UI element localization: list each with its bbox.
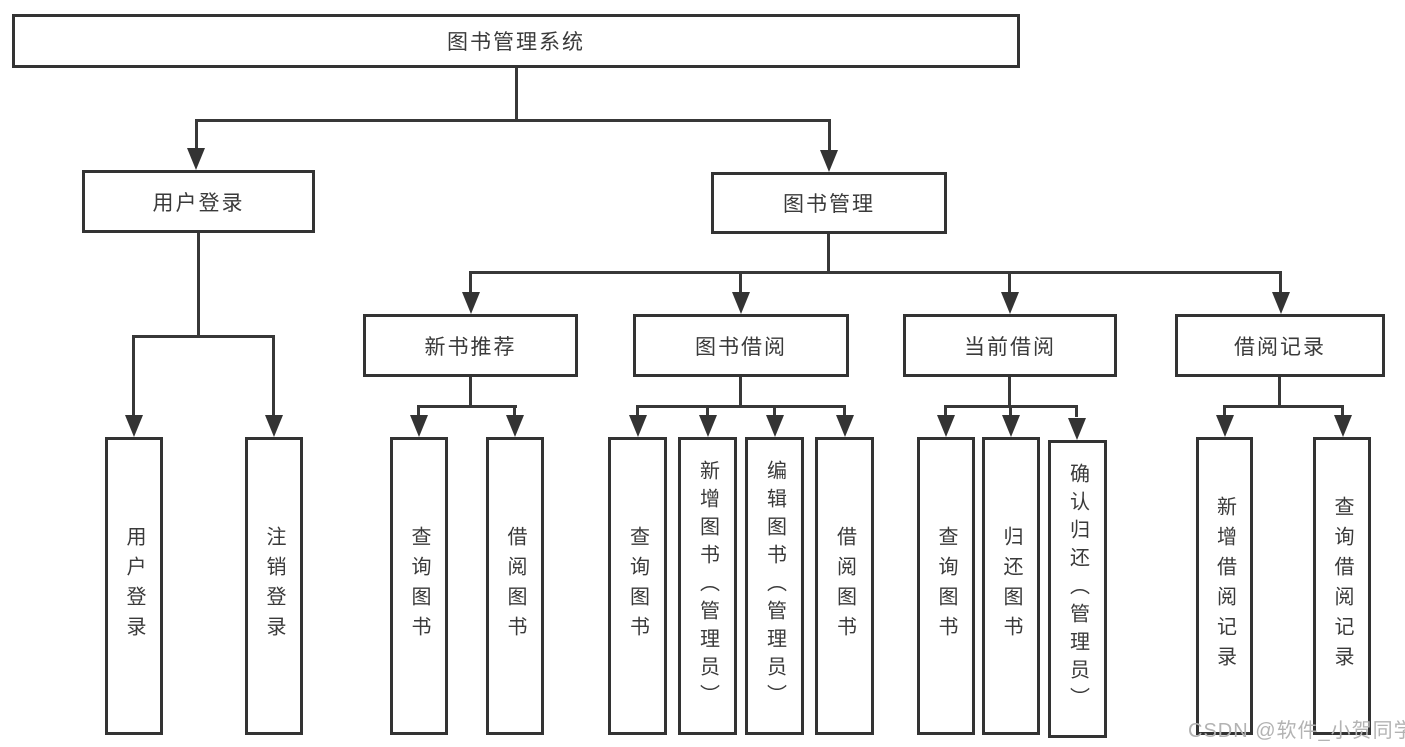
leaf-confirm-return-admin: 确认归还（管理员） [1048, 440, 1107, 738]
node-new-book-recommend: 新书推荐 [363, 314, 578, 377]
arrowhead [265, 415, 283, 437]
csdn-watermark: CSDN @软件_小贺同学 [1188, 720, 1405, 742]
connector-line [706, 405, 709, 417]
connector-line [515, 68, 518, 122]
arrowhead [1272, 292, 1290, 314]
connector-line [513, 405, 516, 417]
leaf-label: 用户登录 [123, 526, 145, 646]
leaf-label: 借阅图书 [833, 526, 856, 646]
arrowhead [629, 415, 647, 437]
arrowhead [1216, 415, 1234, 437]
leaf-label: 新增图书（管理员） [696, 460, 719, 712]
leaf-label: 新增借阅记录 [1213, 496, 1236, 676]
leaf-label: 查询借阅记录 [1331, 496, 1353, 676]
leaf-query-books-1: 查询图书 [390, 437, 448, 735]
connector-line [197, 233, 200, 338]
node-borrowing-records: 借阅记录 [1175, 314, 1385, 377]
leaf-add-borrow-record: 新增借阅记录 [1196, 437, 1253, 735]
arrowhead [506, 415, 524, 437]
leaf-user-login: 用户登录 [105, 437, 163, 735]
node-label: 图书管理系统 [447, 31, 585, 54]
connector-line [469, 271, 1282, 274]
connector-line [417, 405, 517, 408]
connector-line [1075, 405, 1078, 417]
connector-line [132, 335, 275, 338]
arrowhead [937, 415, 955, 437]
node-book-management: 图书管理 [711, 172, 947, 234]
node-current-borrowing: 当前借阅 [903, 314, 1117, 377]
node-label: 新书推荐 [424, 335, 517, 359]
connector-line [195, 119, 831, 122]
connector-line [1008, 271, 1011, 294]
leaf-label: 查询图书 [935, 526, 957, 646]
node-label: 当前借阅 [964, 335, 1056, 359]
arrowhead [766, 415, 784, 437]
node-label: 图书管理 [783, 193, 875, 216]
connector-line [1223, 405, 1343, 408]
leaf-query-borrow-record: 查询借阅记录 [1313, 437, 1371, 735]
leaf-borrow-books-2: 借阅图书 [815, 437, 874, 735]
node-label: 图书借阅 [695, 335, 787, 359]
arrowhead [699, 415, 717, 437]
arrowhead [462, 292, 480, 314]
connector-line [469, 377, 472, 408]
connector-line [636, 405, 639, 417]
connector-line [417, 405, 420, 417]
arrowhead [820, 150, 838, 172]
leaf-label: 查询图书 [408, 526, 430, 646]
arrowhead [187, 148, 205, 170]
leaf-label: 确认归还（管理员） [1066, 463, 1089, 715]
arrowhead [125, 415, 143, 437]
node-book-borrowing: 图书借阅 [633, 314, 849, 377]
connector-line [132, 335, 135, 417]
leaf-return-books: 归还图书 [982, 437, 1040, 735]
connector-line [469, 271, 472, 294]
connector-line [944, 405, 947, 417]
leaf-query-books-3: 查询图书 [917, 437, 975, 735]
connector-line [827, 234, 830, 274]
leaf-label: 编辑图书（管理员） [763, 460, 786, 712]
arrowhead [1001, 292, 1019, 314]
leaf-label: 借阅图书 [504, 526, 526, 646]
connector-line [1278, 377, 1281, 408]
leaf-label: 归还图书 [1000, 526, 1022, 646]
node-label: 用户登录 [152, 191, 245, 215]
arrowhead [1068, 418, 1086, 440]
connector-line [773, 405, 776, 417]
arrowhead [1334, 415, 1352, 437]
connector-line [739, 271, 742, 294]
arrowhead [410, 415, 428, 437]
leaf-add-book-admin: 新增图书（管理员） [678, 437, 737, 735]
leaf-logout: 注销登录 [245, 437, 303, 735]
connector-line [272, 335, 275, 417]
node-user-login: 用户登录 [82, 170, 315, 233]
arrowhead [732, 292, 750, 314]
connector-line [828, 119, 831, 152]
arrowhead [836, 415, 854, 437]
connector-line [195, 119, 198, 150]
connector-line [636, 405, 846, 408]
connector-line [1008, 377, 1011, 408]
connector-line [1279, 271, 1282, 294]
connector-line [739, 377, 742, 408]
connector-line [1009, 405, 1012, 417]
leaf-label: 注销登录 [263, 526, 285, 646]
leaf-query-books-2: 查询图书 [608, 437, 667, 735]
connector-line [843, 405, 846, 417]
connector-line [1223, 405, 1226, 417]
connector-line [1341, 405, 1344, 417]
node-label: 借阅记录 [1234, 335, 1326, 359]
leaf-borrow-books-1: 借阅图书 [486, 437, 544, 735]
leaf-edit-book-admin: 编辑图书（管理员） [745, 437, 804, 735]
node-library-system: 图书管理系统 [12, 14, 1020, 68]
arrowhead [1002, 415, 1020, 437]
leaf-label: 查询图书 [626, 526, 649, 646]
